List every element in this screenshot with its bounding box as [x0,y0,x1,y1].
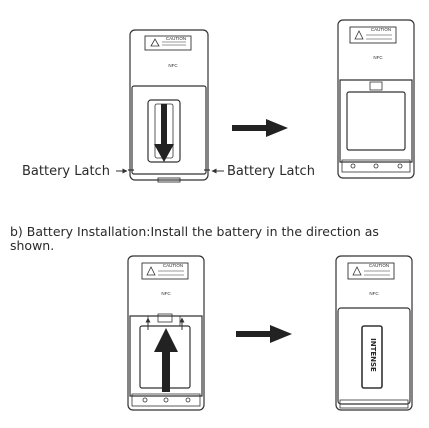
nfc-label: NFC [373,55,383,60]
caution-text: CAUTION [162,263,184,268]
caution-label [141,262,189,280]
caution-label [347,262,395,280]
nfc-label: NFC [369,291,379,296]
battery-latch-right-label: Battery Latch [227,164,315,179]
warning-icon [352,266,362,276]
device-removal-open [128,29,210,183]
right-arrow-icon [232,119,288,137]
warning-icon [146,266,156,276]
right-arrow-icon [236,325,292,343]
caution-text: CAUTION [165,36,187,41]
battery-compartment [339,79,413,163]
section-b-caption: b) Battery Installation:Install the batt… [10,224,379,253]
device-compartment-open [337,19,415,179]
up-arrow-icon [154,328,178,392]
caution-label [144,35,192,51]
device-battery-installed [335,255,413,411]
warning-icon [150,38,160,47]
battery-brand-label: INTENSE [369,338,377,372]
battery-pack [337,307,411,405]
caution-text: CAUTION [370,27,392,32]
small-up-arrows [145,317,185,330]
battery-latch-left-label: Battery Latch [22,164,110,179]
caution-text: CAUTION [368,263,390,268]
battery-compartment [129,315,203,397]
nfc-label: NFC [161,291,171,296]
battery-cover [131,85,207,175]
nfc-label: NFC [168,63,178,68]
caution-label [349,26,397,44]
down-arrow-icon [154,104,174,162]
warning-icon [354,30,364,40]
